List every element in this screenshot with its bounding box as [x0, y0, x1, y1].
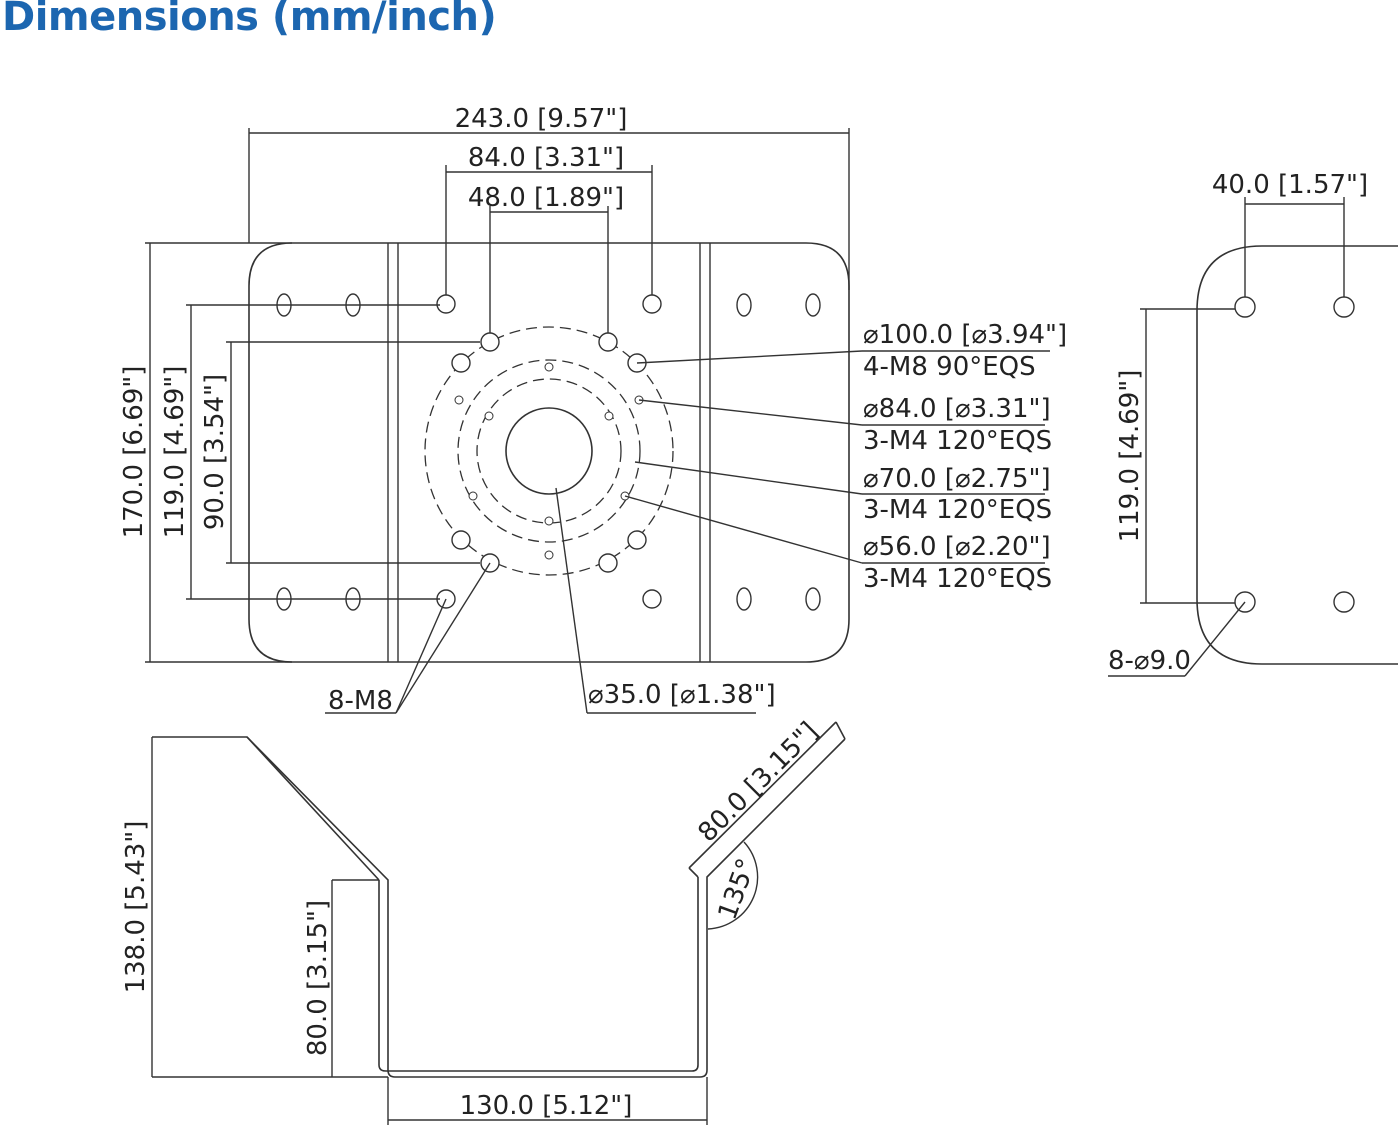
- slot-hole: [805, 293, 821, 317]
- slot-hole: [736, 293, 752, 317]
- callout-spec-84: 3-M4 120°EQS: [863, 426, 1052, 456]
- callout-dia-100: ⌀100.0 [⌀3.94"]: [863, 320, 1067, 350]
- m8-hole: [598, 553, 618, 573]
- m8-hole: [451, 530, 471, 550]
- holes-label-m8: 8-M8: [328, 686, 393, 716]
- front-dim-height-total: 138.0 [5.43"]: [121, 821, 151, 994]
- m4-hole: [544, 362, 554, 372]
- side-view-outline: [1196, 245, 1398, 665]
- front-view: 138.0 [5.43"] 80.0 [3.15"] 80.0 [3.15"] …: [121, 716, 846, 1125]
- m8-hole: [642, 294, 662, 314]
- m4-hole: [604, 411, 614, 421]
- front-dim-angle: 135°: [713, 855, 763, 924]
- slot-hole: [805, 587, 821, 611]
- callout-spec-70: 3-M4 120°EQS: [863, 495, 1052, 525]
- dim-height-90: 90.0 [3.54"]: [200, 374, 230, 530]
- side-hole: [1333, 296, 1355, 318]
- side-hole: [1234, 296, 1256, 318]
- front-dim-height-inner: 80.0 [3.15"]: [303, 900, 333, 1056]
- side-dim-width: 40.0 [1.57"]: [1212, 170, 1368, 200]
- side-holes-label: 8-⌀9.0: [1108, 646, 1191, 676]
- bolt-circle-84: [457, 359, 641, 543]
- front-dim-flange: 80.0 [3.15"]: [692, 716, 824, 848]
- callout-dia-70: ⌀70.0 [⌀2.75"]: [863, 464, 1051, 494]
- dim-width-total: 243.0 [9.57"]: [455, 104, 628, 134]
- callout-dia-84: ⌀84.0 [⌀3.31"]: [863, 394, 1051, 424]
- bolt-circle-70: [476, 378, 622, 524]
- m4-hole: [544, 550, 554, 560]
- center-hole-label: ⌀35.0 [⌀1.38"]: [588, 680, 776, 710]
- dim-height-119: 119.0 [4.69"]: [160, 366, 190, 539]
- dim-width-84: 84.0 [3.31"]: [468, 143, 624, 173]
- bracket-profile-inner: [378, 877, 699, 1072]
- m4-hole: [468, 491, 478, 501]
- page-title: Dimensions (mm/inch): [2, 0, 497, 40]
- side-hole: [1333, 591, 1355, 613]
- callout-spec-56: 3-M4 120°EQS: [863, 564, 1052, 594]
- m8-hole: [480, 332, 500, 352]
- m8-hole: [642, 589, 662, 609]
- front-dim-width: 130.0 [5.12"]: [460, 1091, 633, 1121]
- top-view: 243.0 [9.57"] 84.0 [3.31"] 48.0 [1.89"] …: [119, 104, 1067, 716]
- center-hole: [505, 407, 593, 495]
- callout-dia-56: ⌀56.0 [⌀2.20"]: [863, 532, 1051, 562]
- m8-hole: [627, 530, 647, 550]
- side-dim-height: 119.0 [4.69"]: [1115, 370, 1145, 543]
- m8-hole: [451, 353, 471, 373]
- dim-width-48: 48.0 [1.89"]: [468, 183, 624, 213]
- bolt-circle-100: [424, 326, 674, 576]
- m4-hole: [544, 516, 554, 526]
- callout-spec-100: 4-M8 90°EQS: [863, 352, 1036, 382]
- m8-hole: [598, 332, 618, 352]
- m8-hole: [436, 294, 456, 314]
- dim-height-total: 170.0 [6.69"]: [119, 366, 149, 539]
- m4-hole: [484, 411, 494, 421]
- side-view: 40.0 [1.57"] 119.0 [4.69"] 8-⌀9.0: [1108, 170, 1398, 677]
- m4-hole: [454, 395, 464, 405]
- slot-hole: [736, 587, 752, 611]
- top-view-plate-outline: [248, 242, 850, 663]
